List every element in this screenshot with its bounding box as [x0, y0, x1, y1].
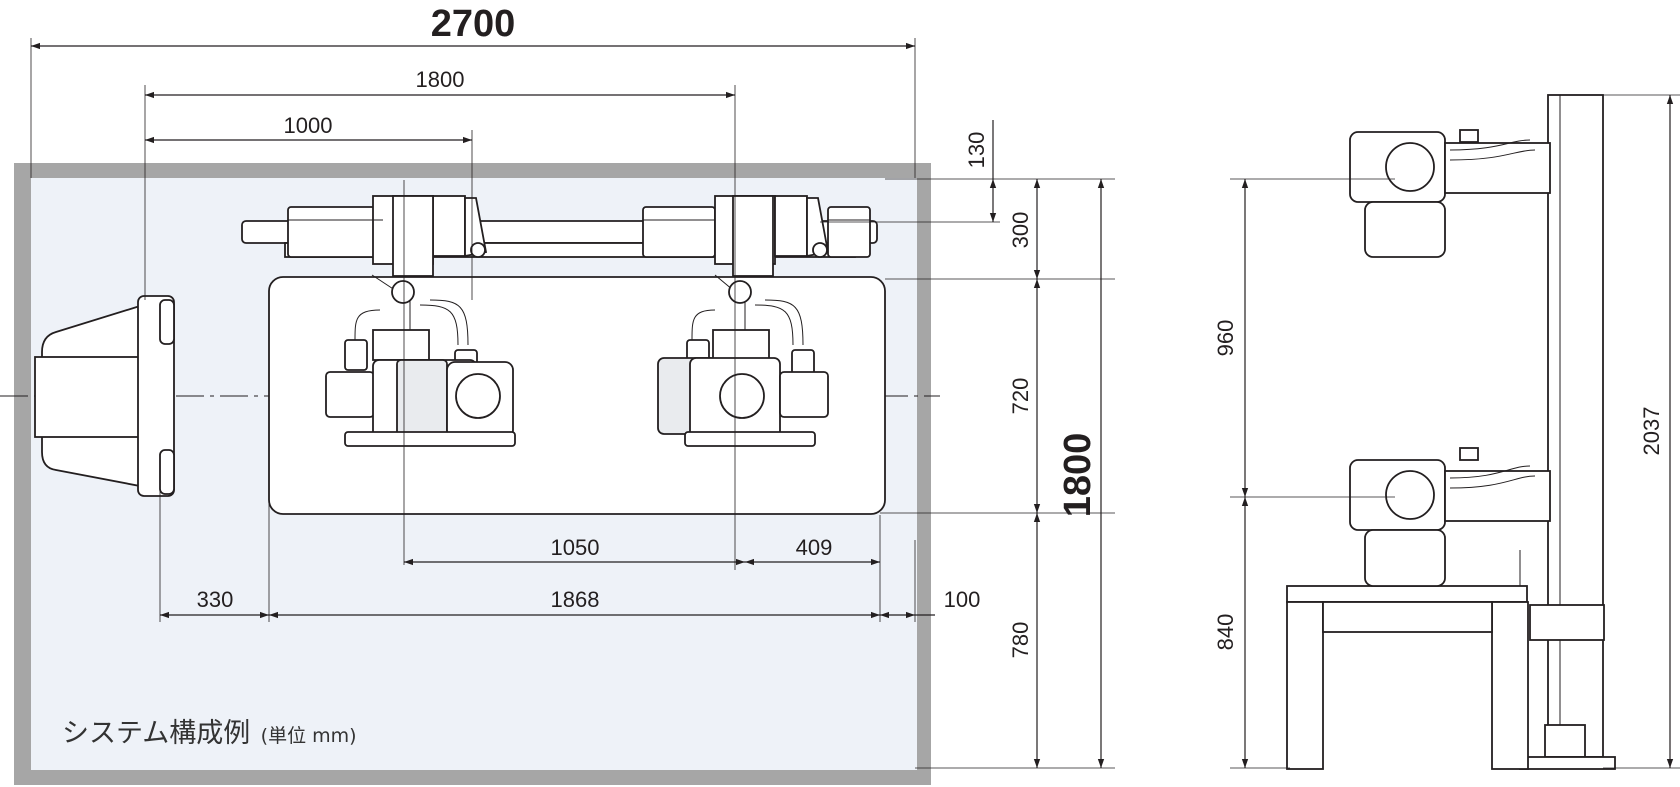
dim-2700-label: 2700 [431, 3, 516, 45]
dim-100-label: 100 [944, 587, 981, 612]
pump-unit-left [325, 274, 516, 447]
dim-840-label: 840 [1213, 614, 1238, 651]
dim-300-label: 300 [1008, 212, 1033, 249]
dim-1000-label: 1000 [284, 113, 333, 138]
operator-chair [34, 295, 175, 497]
rail-assembly [241, 195, 878, 277]
dim-1800-top-label: 1800 [416, 67, 465, 92]
caption: システム構成例 (単位 mm) [62, 718, 357, 749]
dim-2037-label: 2037 [1639, 407, 1664, 456]
dim-409-label: 409 [796, 535, 833, 560]
dim-1868-label: 1868 [551, 587, 600, 612]
dim-780-label: 780 [1008, 622, 1033, 659]
caption-unit: (単位 mm) [261, 725, 357, 747]
dim-720-label: 720 [1008, 378, 1033, 415]
caption-main: システム構成例 [62, 718, 250, 749]
dim-330-label: 330 [197, 587, 234, 612]
dim-960-label: 960 [1213, 320, 1238, 357]
side-view [1286, 94, 1616, 770]
dim-1050-label: 1050 [551, 535, 600, 560]
dim-1800-right-label: 1800 [1057, 433, 1099, 518]
dim-130-label: 130 [964, 132, 989, 169]
